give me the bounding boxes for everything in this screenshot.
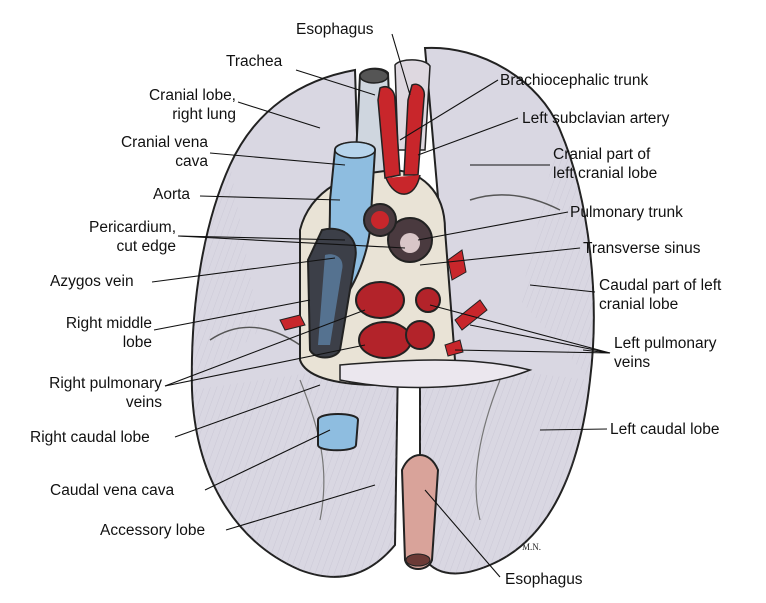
label-left-pulmonary-veins: Left pulmonary veins [614,335,717,371]
label-transverse-sinus: Transverse sinus [583,240,701,257]
label-pulmonary-trunk: Pulmonary trunk [570,204,683,221]
label-caudal-vena-cava: Caudal vena cava [50,482,175,499]
left-pulmonary-vein-a [454,299,488,331]
label-trachea: Trachea [226,53,283,70]
leader-lines [151,33,611,578]
label-azygos-vein: Azygos vein [50,273,134,290]
right-pulmonary-vein-1 [355,281,405,319]
artist-signature: M.N. [522,542,541,552]
esophagus-caudal [400,454,440,570]
label-left-caudal-lobe: Left caudal lobe [610,421,720,438]
left-lobe-fissure [469,194,561,211]
right-pulmonary-vein-2 [358,321,412,359]
left-subclavian-artery [403,83,426,176]
label-right-pulmonary-veins: Right pulmonary veins [49,375,162,411]
label-cranial-lobe-right-lung: Cranial lobe, right lung [148,87,236,123]
caudal-vena-cava [317,413,360,452]
label-cranial-vena-cava: Cranial vena cava [120,134,208,170]
label-aorta: Aorta [153,186,191,203]
label-cranial-part-left-cranial-lobe: Cranial part of left cranial lobe [553,146,658,182]
label-left-subclavian-artery: Left subclavian artery [522,110,670,127]
label-caudal-part-left-cranial-lobe: Caudal part of left cranial lobe [599,277,722,313]
aorta-cut [371,211,389,229]
right-lobe-fissure [209,326,301,346]
label-pericardium-cut-edge: Pericardium, cut edge [89,219,176,255]
brachiocephalic-trunk [377,86,401,179]
label-right-middle-lobe: Right middle lobe [65,315,152,351]
label-brachiocephalic-trunk: Brachiocephalic trunk [500,72,649,89]
label-right-caudal-lobe: Right caudal lobe [30,429,150,446]
label-esophagus-bottom: Esophagus [505,571,583,588]
label-accessory-lobe: Accessory lobe [100,522,206,539]
label-esophagus-top: Esophagus [296,21,374,38]
left-pulmonary-vein-b [447,249,467,281]
